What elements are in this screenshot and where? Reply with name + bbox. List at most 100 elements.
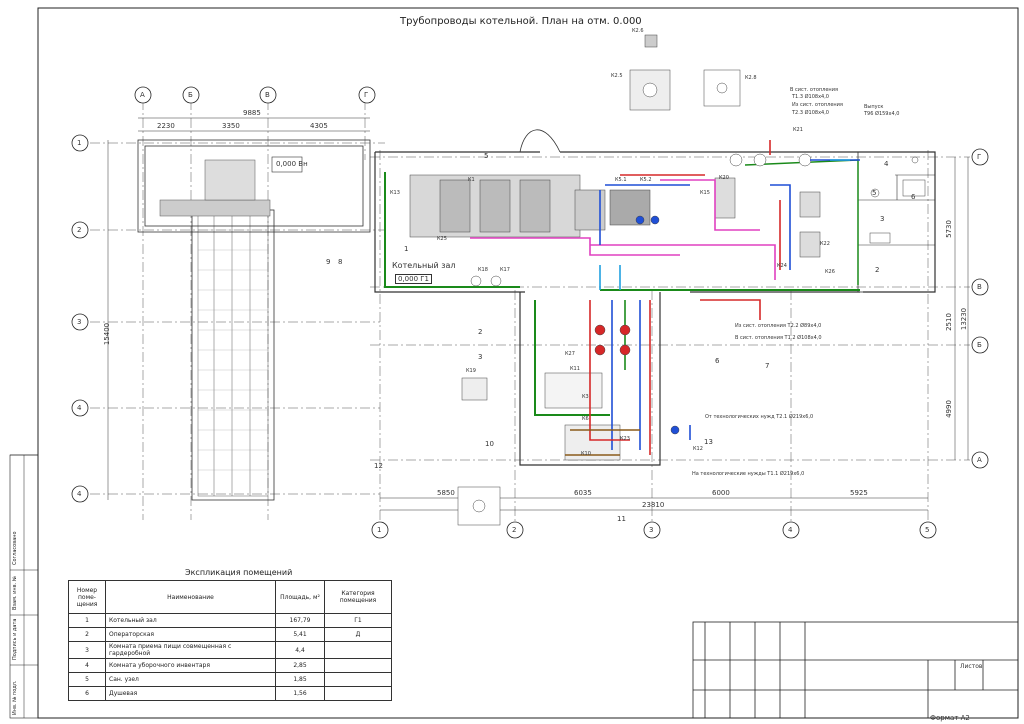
tag-k13: К13 (390, 190, 400, 196)
axis-4-bottom-label: 4 (788, 526, 793, 534)
cell-category: Д (324, 627, 392, 642)
feeder-unit (204, 159, 256, 201)
tag-k25: К25 (437, 236, 447, 242)
cell-name: Операторская (105, 627, 276, 642)
cell-category (324, 686, 392, 701)
tag-k2-5: К2.5 (611, 73, 623, 79)
dim-top-total: 9885 (243, 109, 261, 117)
cell-name: Комната уборочного инвентаря (105, 658, 276, 673)
col-room-number: Номер поме-щения (68, 580, 106, 614)
boiler-equipment (409, 34, 821, 526)
room-6-num: 6 (911, 193, 916, 201)
dim-right-c: 13230 (960, 307, 969, 331)
cell-num: 2 (68, 627, 106, 642)
section-6: 6 (715, 357, 720, 365)
ann-exhaust: Выпуск (864, 104, 884, 110)
room-2-num: 2 (875, 266, 880, 274)
axis-a-label: А (140, 91, 145, 99)
ann-heat-return-pipe: Т2.3 Ø108х4,0 (792, 110, 829, 116)
tag-k1: К1 (468, 177, 475, 183)
axis-4-label: 4 (77, 404, 82, 412)
dim-top-a: 2230 (157, 122, 175, 130)
axis-2-label: 2 (77, 226, 82, 234)
cell-num: 1 (68, 613, 106, 628)
dim-bottom-a: 5850 (437, 489, 455, 497)
green-pipe-pump-room (534, 300, 610, 416)
axis-g-right-label: Г (977, 153, 982, 161)
cell-num: 4 (68, 658, 106, 673)
room-4-num: 4 (884, 160, 889, 168)
cell-category (324, 641, 392, 659)
table-row: 1 Котельный зал 167,79 Г1 (68, 613, 392, 628)
dim-right-b: 2510 (944, 313, 953, 331)
platform-grating (198, 229, 268, 471)
cell-name: Душевая (105, 686, 276, 701)
cell-name: Комната приема пищи совмещенная с гардер… (105, 641, 276, 659)
dim-top-c: 4305 (310, 122, 328, 130)
tag-k10: К10 (581, 451, 591, 457)
ann-bottom-supply: В сист. отопления Т1.2 Ø108х4,0 (735, 335, 822, 341)
ann-bottom-return: Из сист. отопления Т2.2 Ø89х4,0 (735, 323, 822, 329)
axis-v-label: В (265, 91, 270, 99)
cell-area: 1,56 (275, 686, 325, 701)
ann-exhaust-pipe: Т96 Ø159х4,0 (864, 111, 900, 117)
section-3: 3 (478, 353, 483, 361)
ann-to-tech: На технологические нужды Т1.1 Ø219х6,0 (692, 471, 805, 477)
explication-title: Экспликация помещений (185, 568, 293, 577)
platform-mark: 0,000 Вн (276, 160, 308, 168)
green-pipe-boiler-room (384, 172, 520, 288)
cell-area: 2,85 (275, 658, 325, 673)
section-11: 11 (617, 515, 626, 523)
dim-bottom-d: 5925 (850, 489, 868, 497)
boiler-room-mark: 0,000 Г1 (395, 274, 432, 284)
table-row: 5 Сан. узел 1,85 (68, 672, 392, 687)
cell-num: 5 (68, 672, 106, 687)
dim-bottom-c: 6000 (712, 489, 730, 497)
table-row: 2 Операторская 5,41 Д (68, 627, 392, 642)
table-row: 4 Комната уборочного инвентаря 2,85 (68, 658, 392, 673)
tag-k11: К11 (570, 366, 580, 372)
tag-k27: К27 (565, 351, 575, 357)
fuel-hopper (159, 199, 271, 217)
section-12: 12 (374, 462, 383, 470)
side-agreed: Согласовано (12, 531, 18, 565)
cell-num: 3 (68, 641, 106, 659)
tag-k20: К20 (719, 175, 729, 181)
axis-markers (71, 86, 989, 539)
axis-1-label: 1 (77, 139, 82, 147)
axis-g-label: Г (364, 91, 369, 99)
tag-k21: К21 (793, 127, 803, 133)
tag-k15: К15 (700, 190, 710, 196)
sheet-count-label: Листов (960, 663, 983, 670)
dim-bottom-total: 23810 (642, 501, 665, 509)
tag-k18: К18 (478, 267, 488, 273)
axis-a-right-label: А (977, 456, 982, 464)
section-2: 2 (478, 328, 483, 336)
side-signature-date: Подпись и дата (12, 618, 18, 660)
axis-b-right-label: Б (977, 341, 982, 349)
tag-k19: К19 (466, 368, 476, 374)
room-1-num: 1 (404, 245, 409, 253)
tag-k5-2: К5.2 (640, 177, 652, 183)
cell-area: 5,41 (275, 627, 325, 642)
tag-k24: К24 (777, 263, 787, 269)
cell-num: 6 (68, 686, 106, 701)
room-3-num: 3 (880, 215, 885, 223)
col-room-name: Наименование (105, 580, 276, 614)
axis-1-bottom-label: 1 (377, 526, 382, 534)
cell-name: Сан. узел (105, 672, 276, 687)
axis-2-bottom-label: 2 (512, 526, 517, 534)
tag-k5-1: К5.1 (615, 177, 627, 183)
ann-heat-return: Из сист. отопления (792, 102, 843, 108)
sheet-frame (37, 7, 1019, 719)
sanitary-fixtures (869, 156, 926, 244)
col-room-category: Категория помещения (324, 580, 392, 614)
cell-category (324, 658, 392, 673)
dim-bottom-b: 6035 (574, 489, 592, 497)
section-5: 5 (484, 152, 489, 160)
pump-units (594, 324, 631, 356)
col-room-area: Площадь, м² (275, 580, 325, 614)
side-inv-original: Инв. № подл. (12, 680, 18, 716)
title-block (692, 621, 1019, 719)
cell-category: Г1 (324, 613, 392, 628)
